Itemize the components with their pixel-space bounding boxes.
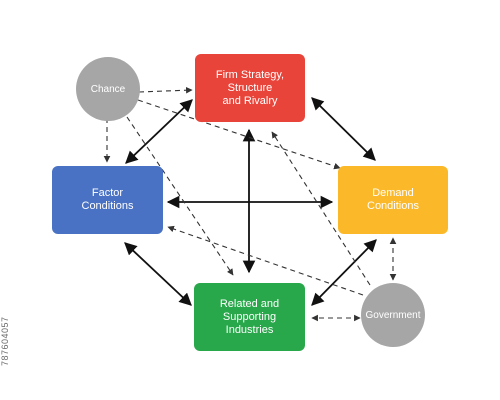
arrow-factor-related	[124, 242, 192, 306]
node-government: Government	[361, 283, 425, 347]
dashed-chance-related	[126, 116, 234, 276]
arrow-demand-related	[311, 239, 377, 306]
dashed-chance-strategy	[138, 86, 193, 94]
node-firm-strategy: Firm Strategy, Structure and Rivalry	[195, 54, 305, 122]
node-chance: Chance	[76, 57, 140, 121]
stock-id-watermark: 787604057	[0, 316, 10, 366]
node-demand-conditions: Demand Conditions	[338, 166, 448, 234]
dashed-government-strategy	[271, 131, 371, 286]
node-related-supporting-industries: Related and Supporting Industries	[194, 283, 305, 351]
arrow-strategy-demand	[311, 97, 376, 161]
dashed-government-factor	[167, 225, 364, 296]
node-factor-conditions: Factor Conditions	[52, 166, 163, 234]
arrow-strategy-factor	[125, 99, 193, 164]
